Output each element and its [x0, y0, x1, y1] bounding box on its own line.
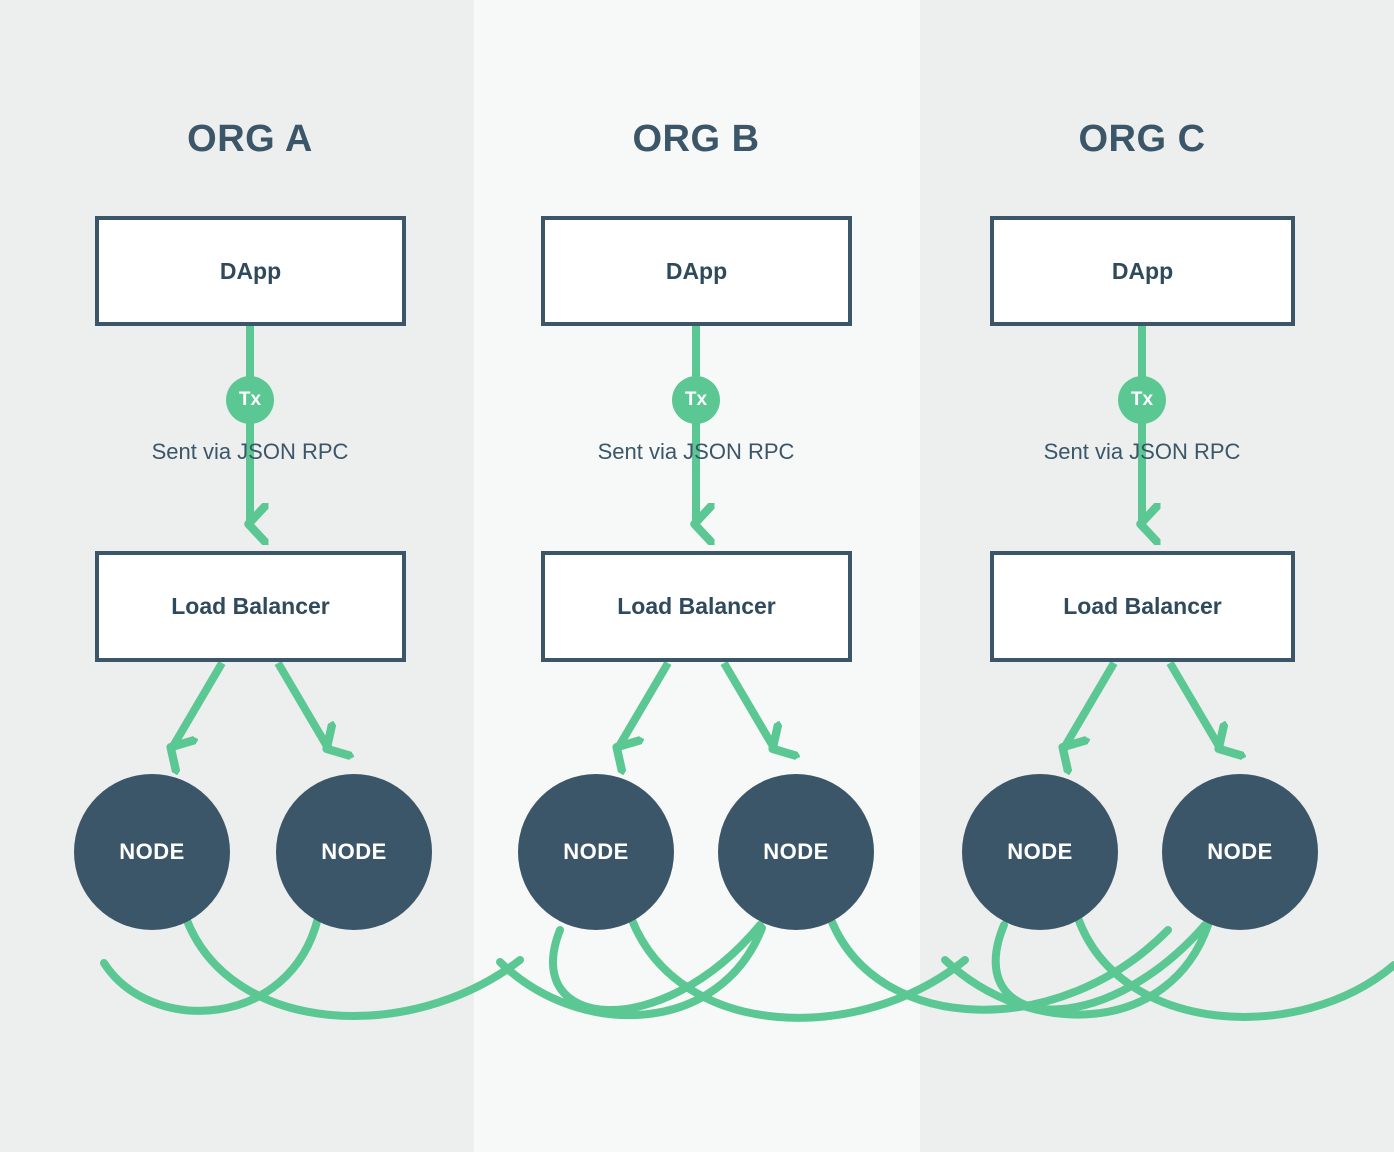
org-c-tx-badge: Tx	[1118, 376, 1166, 424]
org-c-dapp-box[interactable]: DApp	[990, 216, 1295, 326]
org-b-tx-badge: Tx	[672, 376, 720, 424]
org-b-rpc-label: Sent via JSON RPC	[597, 439, 795, 464]
org-b-node-2[interactable]: NODE	[718, 774, 874, 930]
org-a-rpc-label: Sent via JSON RPC	[151, 439, 349, 464]
org-a-dapp-box[interactable]: DApp	[95, 216, 406, 326]
org-a-node-1[interactable]: NODE	[74, 774, 230, 930]
org-a-title: ORG A	[187, 118, 313, 160]
org-c-rpc-label: Sent via JSON RPC	[1043, 439, 1241, 464]
org-a-lb-to-node-arrows	[172, 660, 328, 748]
org-b-load-balancer-box[interactable]: Load Balancer	[541, 551, 852, 662]
org-b-dapp-box[interactable]: DApp	[541, 216, 852, 326]
org-b-title: ORG B	[632, 118, 760, 160]
org-a-node-2[interactable]: NODE	[276, 774, 432, 930]
org-a-load-balancer-box[interactable]: Load Balancer	[95, 551, 406, 662]
org-b-node-1[interactable]: NODE	[518, 774, 674, 930]
org-c-load-balancer-box[interactable]: Load Balancer	[990, 551, 1295, 662]
org-a-tx-badge: Tx	[226, 376, 274, 424]
org-c-node-2[interactable]: NODE	[1162, 774, 1318, 930]
org-c-node-1[interactable]: NODE	[962, 774, 1118, 930]
org-c-lb-to-node-arrows	[1064, 660, 1220, 748]
org-c-title: ORG C	[1078, 118, 1206, 160]
